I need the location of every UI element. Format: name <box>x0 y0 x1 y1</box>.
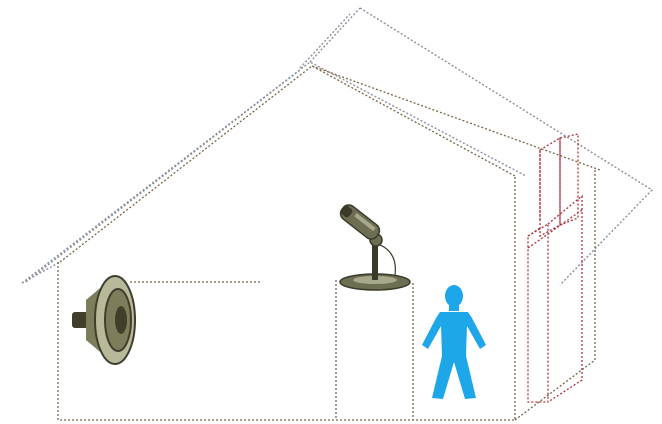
roof <box>21 7 654 286</box>
speaker-icon <box>72 275 136 365</box>
front-wall <box>57 176 516 421</box>
roof-front-gable <box>21 61 527 284</box>
microphone-icon <box>339 204 411 291</box>
walls <box>57 65 601 421</box>
back-wall-top <box>311 65 601 171</box>
roof-eave-left <box>21 261 61 284</box>
roof-ridge <box>309 7 361 63</box>
interior-gable <box>59 65 516 263</box>
side-wall-floor <box>514 359 596 421</box>
roof-ridge-inner <box>299 13 351 69</box>
chimney-icon <box>527 133 583 403</box>
person-icon <box>422 285 486 399</box>
roof-front-edge <box>25 69 301 283</box>
roof-back-slope <box>359 7 654 286</box>
